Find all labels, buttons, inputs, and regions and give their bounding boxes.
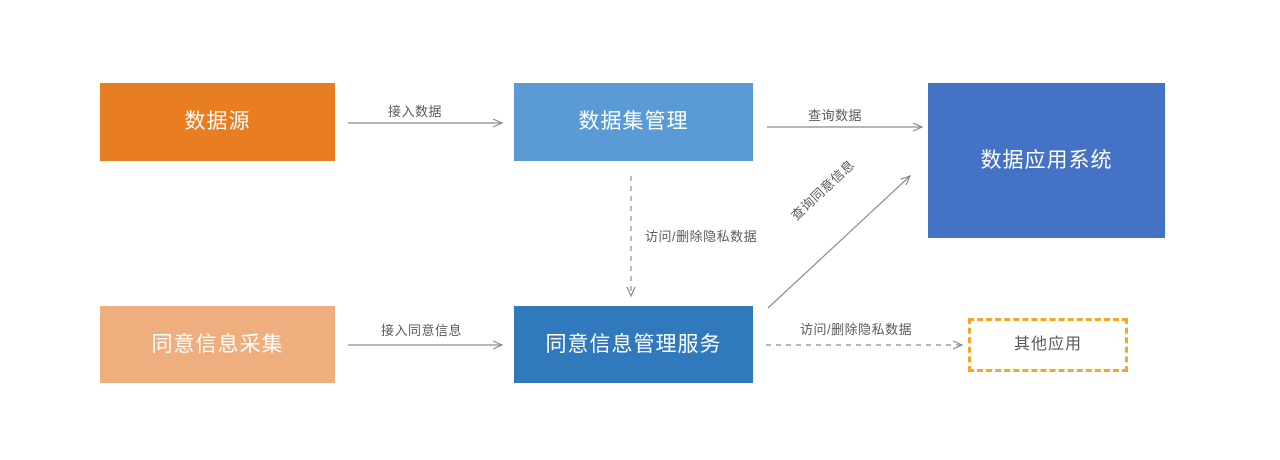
node-data-application-system[interactable]: 数据应用系统 [928,83,1165,238]
node-other-applications[interactable]: 其他应用 [968,318,1128,372]
edge-label-ingest-consent: 接入同意信息 [381,323,463,338]
edge-label-access-delete-privacy-down: 访问/删除隐私数据 [645,229,758,244]
node-consent-collection-label: 同意信息采集 [151,332,284,356]
node-dataset-management-label: 数据集管理 [578,110,689,134]
edge-label-query-data: 查询数据 [808,108,863,123]
edge-label-ingest-data: 接入数据 [388,104,443,119]
node-dataset-management[interactable]: 数据集管理 [514,83,753,161]
node-other-applications-label: 其他应用 [1013,336,1082,354]
node-consent-management-service-label: 同意信息管理服务 [545,332,722,356]
edge-label-access-delete-privacy-right: 访问/删除隐私数据 [800,322,913,337]
node-datasource[interactable]: 数据源 [100,83,335,161]
node-datasource-label: 数据源 [184,110,251,134]
node-consent-collection[interactable]: 同意信息采集 [100,306,335,383]
node-data-application-system-label: 数据应用系统 [980,148,1113,172]
edge-query-consent [767,174,912,309]
node-consent-management-service[interactable]: 同意信息管理服务 [514,306,753,383]
